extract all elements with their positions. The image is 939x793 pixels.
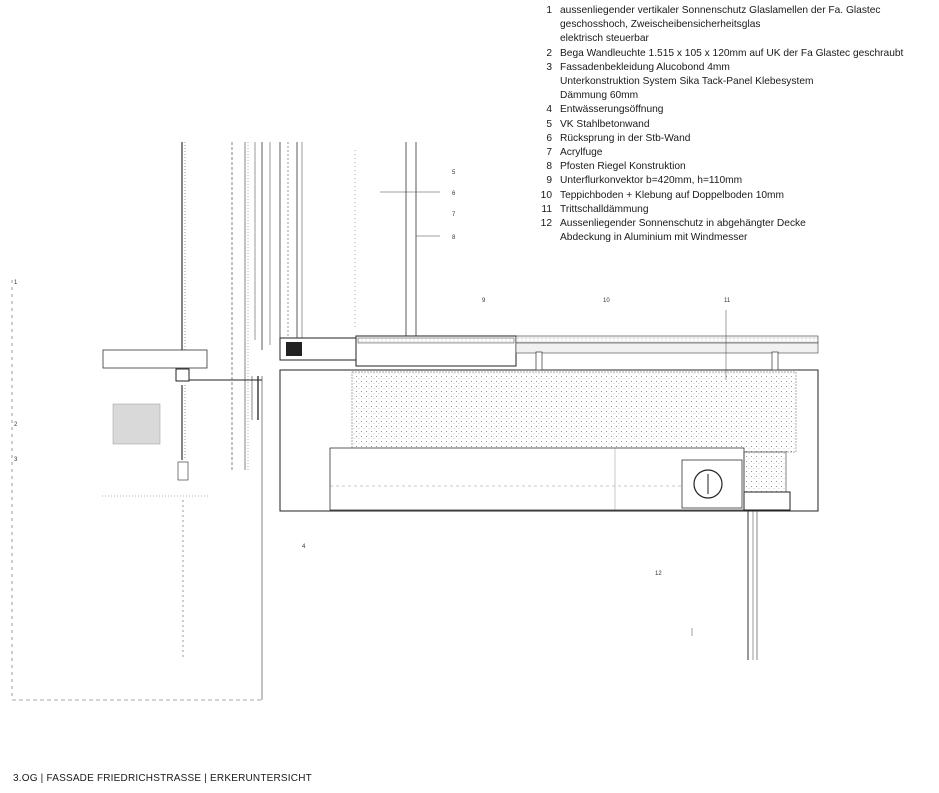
legend-text: Trittschalldämmung	[560, 203, 649, 215]
legend-text: Dämmung 60mm	[560, 90, 639, 102]
legend-text: Rücksprung in der Stb-Wand	[560, 132, 691, 144]
legend-number: 8	[546, 161, 552, 173]
legend-number: 7	[546, 147, 552, 159]
legend-number: 10	[540, 189, 552, 201]
legend-item: 11 Trittschalldämmung	[534, 203, 903, 217]
legend-item: 3 Fassadenbekleidung Alucobond 4mm Unter…	[534, 61, 903, 104]
legend-item: 2 Bega Wandleuchte 1.515 x 105 x 120mm a…	[534, 47, 903, 61]
legend-text: geschosshoch, Zweischeibensicherheitsgla…	[560, 19, 761, 31]
legend-item: 5 VK Stahlbetonwand	[534, 118, 903, 132]
callout-7: 7	[452, 212, 456, 218]
raised-floor	[279, 335, 819, 371]
callout-6: 6	[452, 191, 456, 197]
legend-number: 3	[546, 61, 552, 73]
callout-10: 10	[603, 298, 610, 304]
legend-item: 9 Unterflurkonvektor b=420mm, h=110mm	[534, 174, 903, 188]
legend-item: 8 Pfosten Riegel Konstruktion	[534, 160, 903, 174]
callout-5: 5	[452, 170, 456, 176]
legend-number: 9	[546, 175, 552, 187]
legend-text: Aussenliegender Sonnenschutz in abgehäng…	[560, 218, 806, 230]
legend-text: Unterkonstruktion System Sika Tack-Panel…	[560, 76, 814, 88]
legend-number: 12	[540, 218, 552, 230]
callout-8: 8	[452, 235, 456, 241]
legend-item: 10 Teppichboden + Klebung auf Doppelbode…	[534, 189, 903, 203]
callout-9: 9	[482, 298, 486, 304]
legend-item: 4 Entwässerungsöffnung	[534, 103, 903, 117]
legend-number: 1	[546, 5, 552, 16]
legend-text: Acrylfuge	[560, 147, 603, 159]
callout-3: 3	[14, 457, 18, 463]
leader-lines	[380, 191, 727, 636]
legend-text: Pfosten Riegel Konstruktion	[560, 161, 686, 173]
legend-number: 5	[546, 118, 552, 130]
legend-item: 12 Aussenliegender Sonnenschutz in abgeh…	[534, 217, 903, 245]
legend-text: Abdeckung in Aluminium mit Windmesser	[560, 232, 748, 244]
glass-lamella	[181, 142, 186, 660]
callout-1: 1	[14, 280, 18, 286]
legend-text: aussenliegender vertikaler Sonnenschutz …	[560, 5, 881, 16]
drawing-title: 3.OG | FASSADE FRIEDRICHSTRASSE | ERKERU…	[13, 773, 312, 784]
wall-lamp	[102, 349, 262, 497]
callout-12: 12	[655, 571, 662, 577]
floor-slab	[279, 369, 819, 660]
legend-text: Fassadenbekleidung Alucobond 4mm	[560, 61, 730, 73]
legend-number: 2	[546, 47, 552, 59]
callout-labels: 1 2 3 4 5 6 7 8 9 10 11 12	[14, 170, 731, 577]
facade-wall	[231, 142, 417, 700]
legend-item: 1 aussenliegender vertikaler Sonnenschut…	[534, 4, 903, 47]
legend: 1 aussenliegender vertikaler Sonnenschut…	[534, 4, 904, 245]
soffit-outline	[11, 280, 262, 701]
legend-text: elektrisch steuerbar	[560, 33, 649, 45]
legend-text: Unterflurkonvektor b=420mm, h=110mm	[560, 175, 743, 187]
legend-number: 6	[546, 132, 552, 144]
legend-text: Bega Wandleuchte 1.515 x 105 x 120mm auf…	[560, 47, 904, 59]
callout-4: 4	[302, 544, 306, 550]
legend-text: VK Stahlbetonwand	[560, 118, 650, 130]
legend-item: 7 Acrylfuge	[534, 146, 903, 160]
legend-number: 4	[546, 104, 552, 116]
callout-2: 2	[14, 422, 18, 428]
legend-text: Entwässerungsöffnung	[560, 104, 664, 116]
callout-11: 11	[724, 298, 731, 304]
legend-item: 6 Rücksprung in der Stb-Wand	[534, 132, 903, 146]
legend-number: 11	[541, 203, 552, 215]
legend-text: Teppichboden + Klebung auf Doppelboden 1…	[560, 189, 785, 201]
